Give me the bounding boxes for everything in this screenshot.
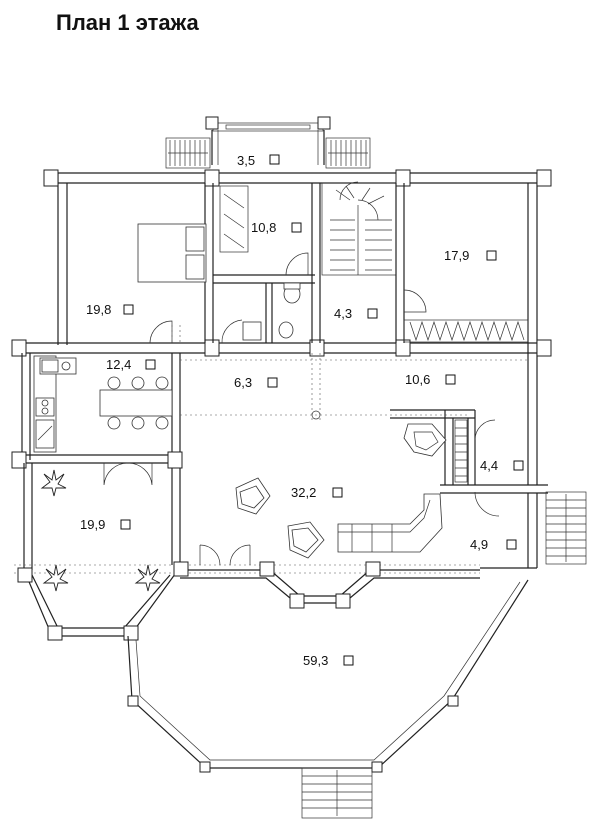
room-label-12-4: 12,4 (106, 357, 156, 372)
kitchen (33, 355, 173, 453)
room-label-10-6: 10,6 (405, 372, 456, 387)
room-area-text: 32,2 (291, 485, 316, 500)
room-area-text: 4,4 (480, 458, 498, 473)
room-area-text: 6,3 (234, 375, 252, 390)
area-unit-icon (513, 460, 524, 471)
area-unit-icon (506, 539, 517, 550)
room-area-text: 3,5 (237, 153, 255, 168)
bedroom-upper-right (395, 183, 529, 343)
room-area-text: 10,8 (251, 220, 276, 235)
area-unit-icon (445, 374, 456, 385)
area-unit-icon (332, 487, 343, 498)
room-label-32-2: 32,2 (291, 485, 343, 500)
area-unit-icon (291, 222, 302, 233)
room-label-17-9: 17,9 (444, 248, 497, 263)
room-area-text: 12,4 (106, 357, 131, 372)
area-unit-icon (343, 655, 354, 666)
room-label-4-3: 4,3 (334, 306, 378, 321)
terrace (127, 579, 529, 819)
room-label-19-8: 19,8 (86, 302, 134, 317)
room-10-8 (213, 183, 321, 343)
area-unit-icon (267, 377, 278, 388)
room-area-text: 17,9 (444, 248, 469, 263)
top-porch (205, 116, 331, 165)
room-label-4-4: 4,4 (480, 458, 524, 473)
area-labels: 3,5 10,8 17,9 19,8 4,3 12,4 6,3 10,6 (80, 153, 524, 668)
porch-stairs-right (325, 137, 371, 169)
room-area-text: 4,9 (470, 537, 488, 552)
area-unit-icon (269, 154, 280, 165)
room-area-text: 10,6 (405, 372, 430, 387)
guide-lines (14, 325, 530, 574)
outer-walls (11, 169, 552, 570)
plants (40, 469, 161, 592)
room-area-text: 19,9 (80, 517, 105, 532)
bay-window (173, 561, 480, 609)
room-label-10-8: 10,8 (251, 220, 302, 235)
area-unit-icon (123, 304, 134, 315)
living-room (199, 409, 548, 566)
room-area-text: 59,3 (303, 653, 328, 668)
room-area-text: 4,3 (334, 306, 352, 321)
area-unit-icon (367, 308, 378, 319)
porch-stairs-left (165, 137, 211, 169)
bedroom-lower-left (17, 462, 179, 641)
area-unit-icon (120, 519, 131, 530)
staircase (321, 181, 397, 276)
room-label-6-3: 6,3 (234, 375, 278, 390)
bedroom-upper-left (137, 183, 214, 344)
area-unit-icon (486, 250, 497, 261)
room-label-19-9: 19,9 (80, 517, 131, 532)
plan-title: План 1 этажа (56, 10, 199, 35)
room-label-59-3: 59,3 (303, 653, 354, 668)
room-label-4-9: 4,9 (470, 537, 517, 552)
vestibule (480, 491, 587, 569)
area-unit-icon (145, 359, 156, 370)
room-label-3-5: 3,5 (237, 153, 280, 168)
bathroom (221, 282, 301, 344)
room-area-text: 19,8 (86, 302, 111, 317)
